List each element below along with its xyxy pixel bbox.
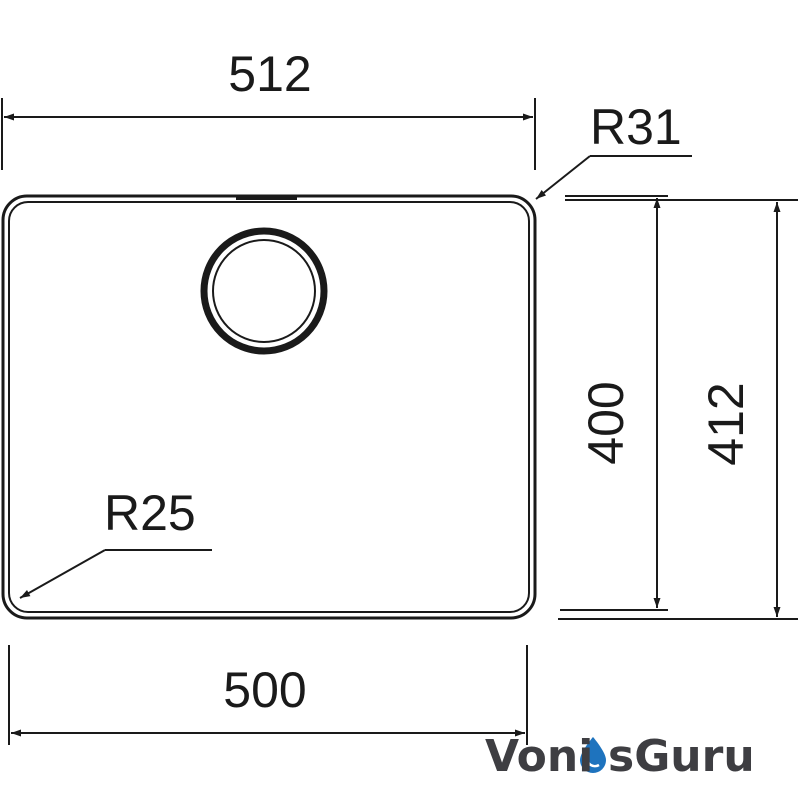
r31-leader-line: [535, 155, 591, 200]
outer-height-label: 412: [698, 382, 754, 466]
water-drop-icon: [580, 737, 606, 773]
vonios-guru-watermark: Voni sGuru: [485, 731, 785, 783]
outer-radius-label: R31: [590, 99, 682, 155]
drain-inner-circle: [212, 239, 316, 343]
watermark-text-end: sGuru: [608, 731, 755, 782]
inner-radius-label: R25: [104, 485, 196, 541]
sink-outer-outline: [1, 194, 537, 620]
inner-height-label: 400: [578, 381, 634, 465]
r25-leader-line: [19, 549, 106, 599]
watermark-text-start: Voni: [485, 731, 594, 782]
drain-outer-circle: [200, 227, 328, 355]
bottom-width-label: 500: [223, 662, 307, 718]
top-width-label: 512: [228, 46, 312, 102]
sink-inner-outline: [8, 201, 530, 613]
